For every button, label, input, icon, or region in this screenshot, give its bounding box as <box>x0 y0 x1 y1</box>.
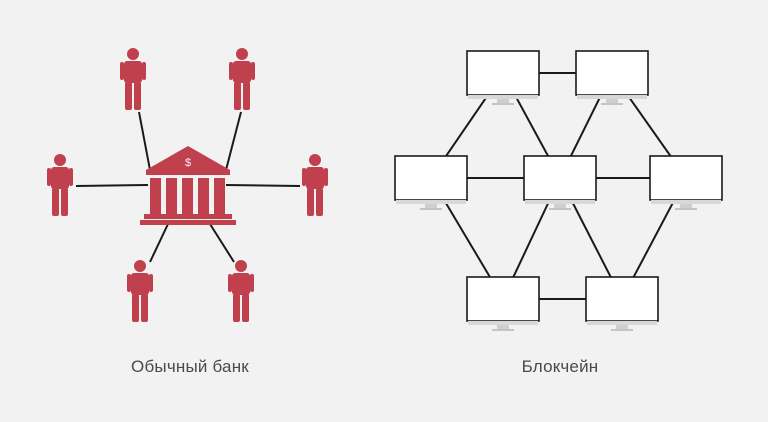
bank-link-person-right <box>225 184 301 187</box>
node-bottom-left <box>466 276 540 331</box>
bank-link-person-bottom-right <box>209 223 235 263</box>
bank-icon: $ <box>140 146 236 225</box>
monitor-icon <box>649 155 723 201</box>
person-top-left-icon <box>120 48 146 110</box>
dollar-sign-icon: $ <box>185 157 191 169</box>
bank-connections <box>75 111 301 263</box>
node-top-right <box>575 50 649 105</box>
node-right <box>649 155 723 210</box>
bank-link-person-top-left <box>138 111 151 171</box>
monitor-icon <box>466 50 540 96</box>
person-top-right-icon <box>229 48 255 110</box>
monitor-icon <box>466 276 540 322</box>
monitor-icon <box>585 276 659 322</box>
person-right-icon <box>302 154 328 216</box>
blockchain-caption: Блокчейн <box>521 357 599 376</box>
bank-link-person-left <box>75 184 149 187</box>
blockchain-panel <box>394 50 723 331</box>
person-bottom-right-icon <box>228 260 254 322</box>
bank-link-person-top-right <box>225 111 242 171</box>
monitor-icon <box>394 155 468 201</box>
monitor-icon <box>523 155 597 201</box>
node-bottom-right <box>585 276 659 331</box>
person-bottom-left-icon <box>127 260 153 322</box>
node-center <box>523 155 597 210</box>
bank-link-person-bottom-left <box>149 223 169 263</box>
person-left-icon <box>47 154 73 216</box>
node-top-left <box>466 50 540 105</box>
bank-panel: $ <box>47 48 328 322</box>
bank-caption: Обычный банк <box>131 357 249 376</box>
node-left <box>394 155 468 210</box>
monitor-icon <box>575 50 649 96</box>
